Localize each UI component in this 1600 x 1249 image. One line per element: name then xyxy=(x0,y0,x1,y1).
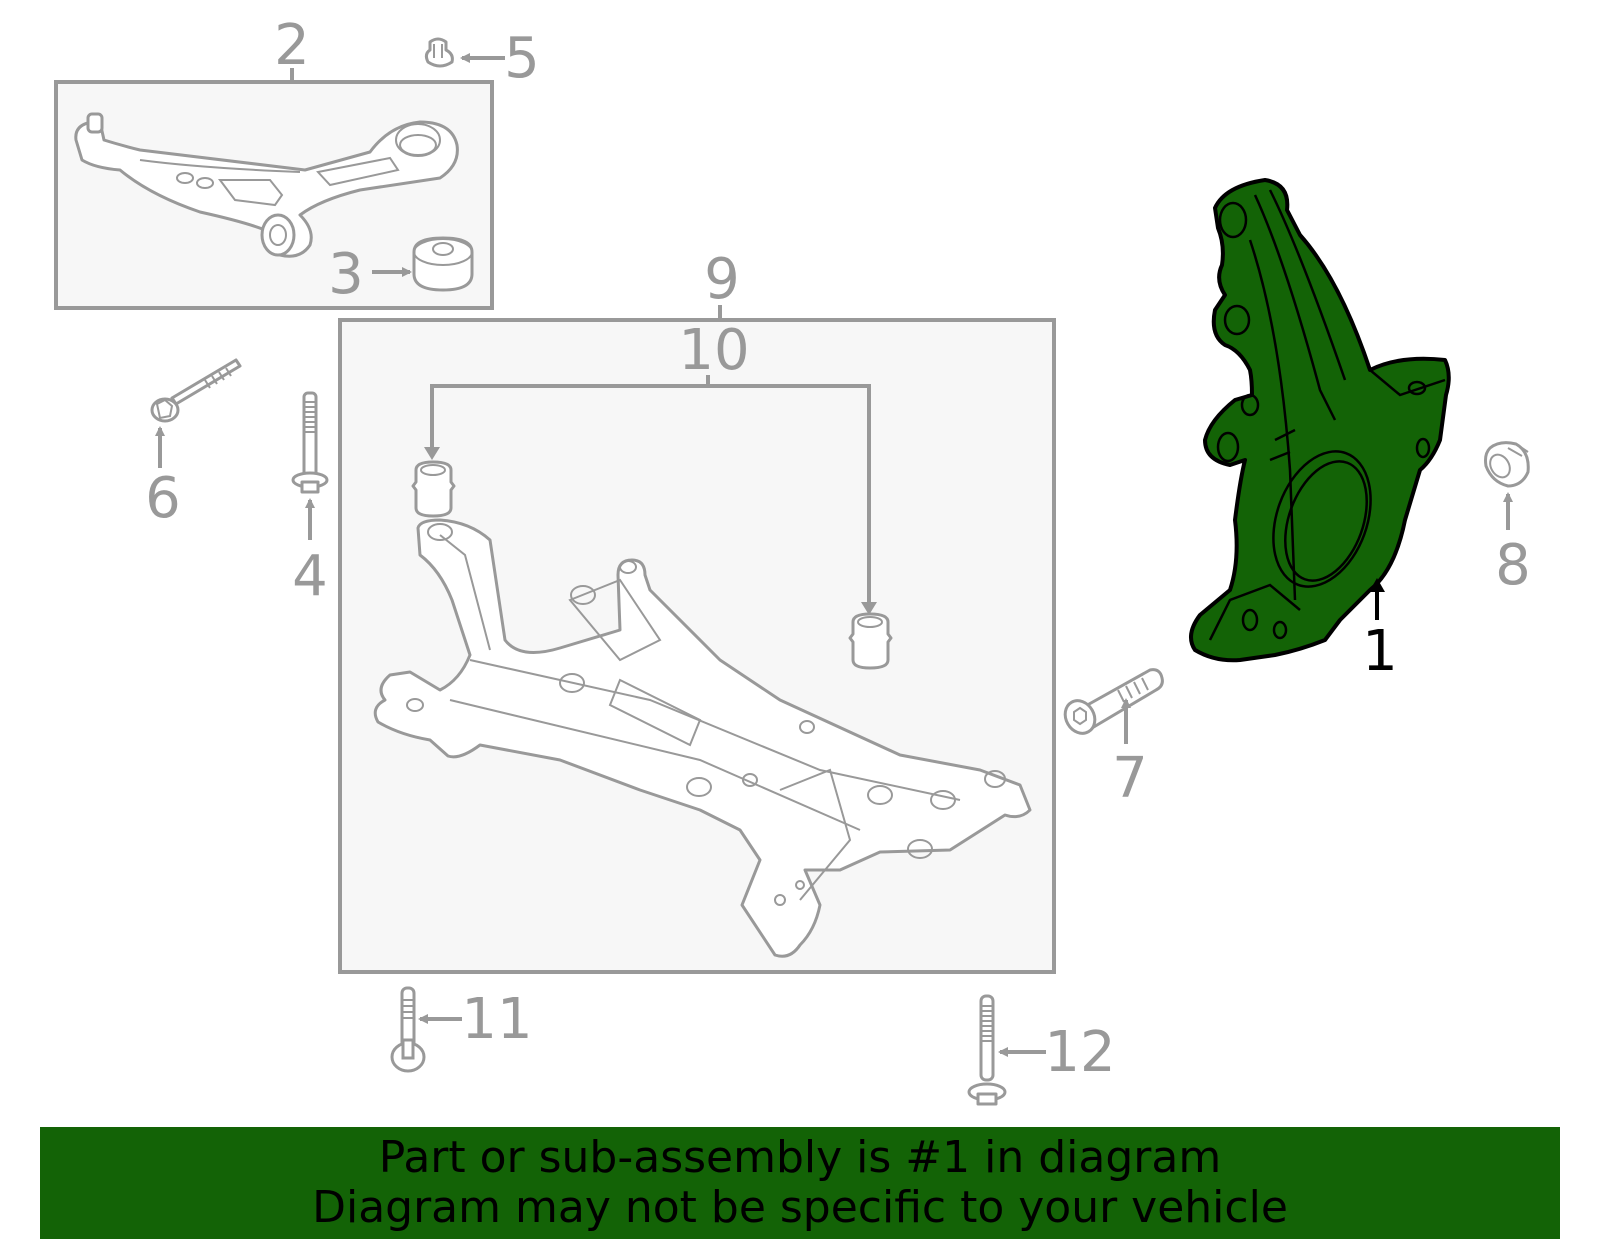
callout-7[interactable]: 7 xyxy=(1112,746,1148,811)
bolt-11-group[interactable]: 11 xyxy=(390,986,533,1073)
callout-6[interactable]: 6 xyxy=(145,466,181,531)
banner-line-disclaimer: Diagram may not be specific to your vehi… xyxy=(312,1182,1288,1233)
lower-control-arm-part[interactable] xyxy=(74,112,459,258)
callout-12[interactable]: 12 xyxy=(1044,1020,1115,1085)
callout-11[interactable]: 11 xyxy=(461,987,532,1052)
nut-8-group[interactable]: 8 xyxy=(1484,441,1531,598)
bolt-4-group[interactable]: 4 xyxy=(291,391,329,609)
steering-knuckle-part[interactable]: 1 xyxy=(1189,178,1451,684)
callout-2[interactable]: 2 xyxy=(274,13,310,78)
callout-8[interactable]: 8 xyxy=(1495,533,1531,598)
subframe-bushing-left[interactable] xyxy=(411,460,456,518)
callout-10[interactable]: 10 xyxy=(678,318,749,383)
subframe-group[interactable]: 9 10 xyxy=(338,247,1056,974)
nut-5-group[interactable]: 5 xyxy=(424,26,540,91)
bolt-6-group[interactable]: 6 xyxy=(145,358,242,531)
bolt-7-group[interactable]: 7 xyxy=(1059,668,1164,811)
callout-4[interactable]: 4 xyxy=(292,544,328,609)
callout-1[interactable]: 1 xyxy=(1362,619,1398,684)
info-banner: Part or sub-assembly is #1 in diagram Di… xyxy=(40,1127,1560,1239)
front-subframe-part[interactable] xyxy=(373,518,1032,958)
subframe-bushing-right[interactable] xyxy=(848,612,893,670)
banner-line-part-number: Part or sub-assembly is #1 in diagram xyxy=(378,1132,1222,1183)
bolt-12-group[interactable]: 12 xyxy=(967,994,1116,1106)
bushing-part[interactable] xyxy=(412,236,474,292)
callout-9[interactable]: 9 xyxy=(704,247,740,312)
control-arm-group[interactable]: 2 3 xyxy=(54,13,494,310)
callout-5[interactable]: 5 xyxy=(504,26,540,91)
callout-3[interactable]: 3 xyxy=(328,242,364,307)
